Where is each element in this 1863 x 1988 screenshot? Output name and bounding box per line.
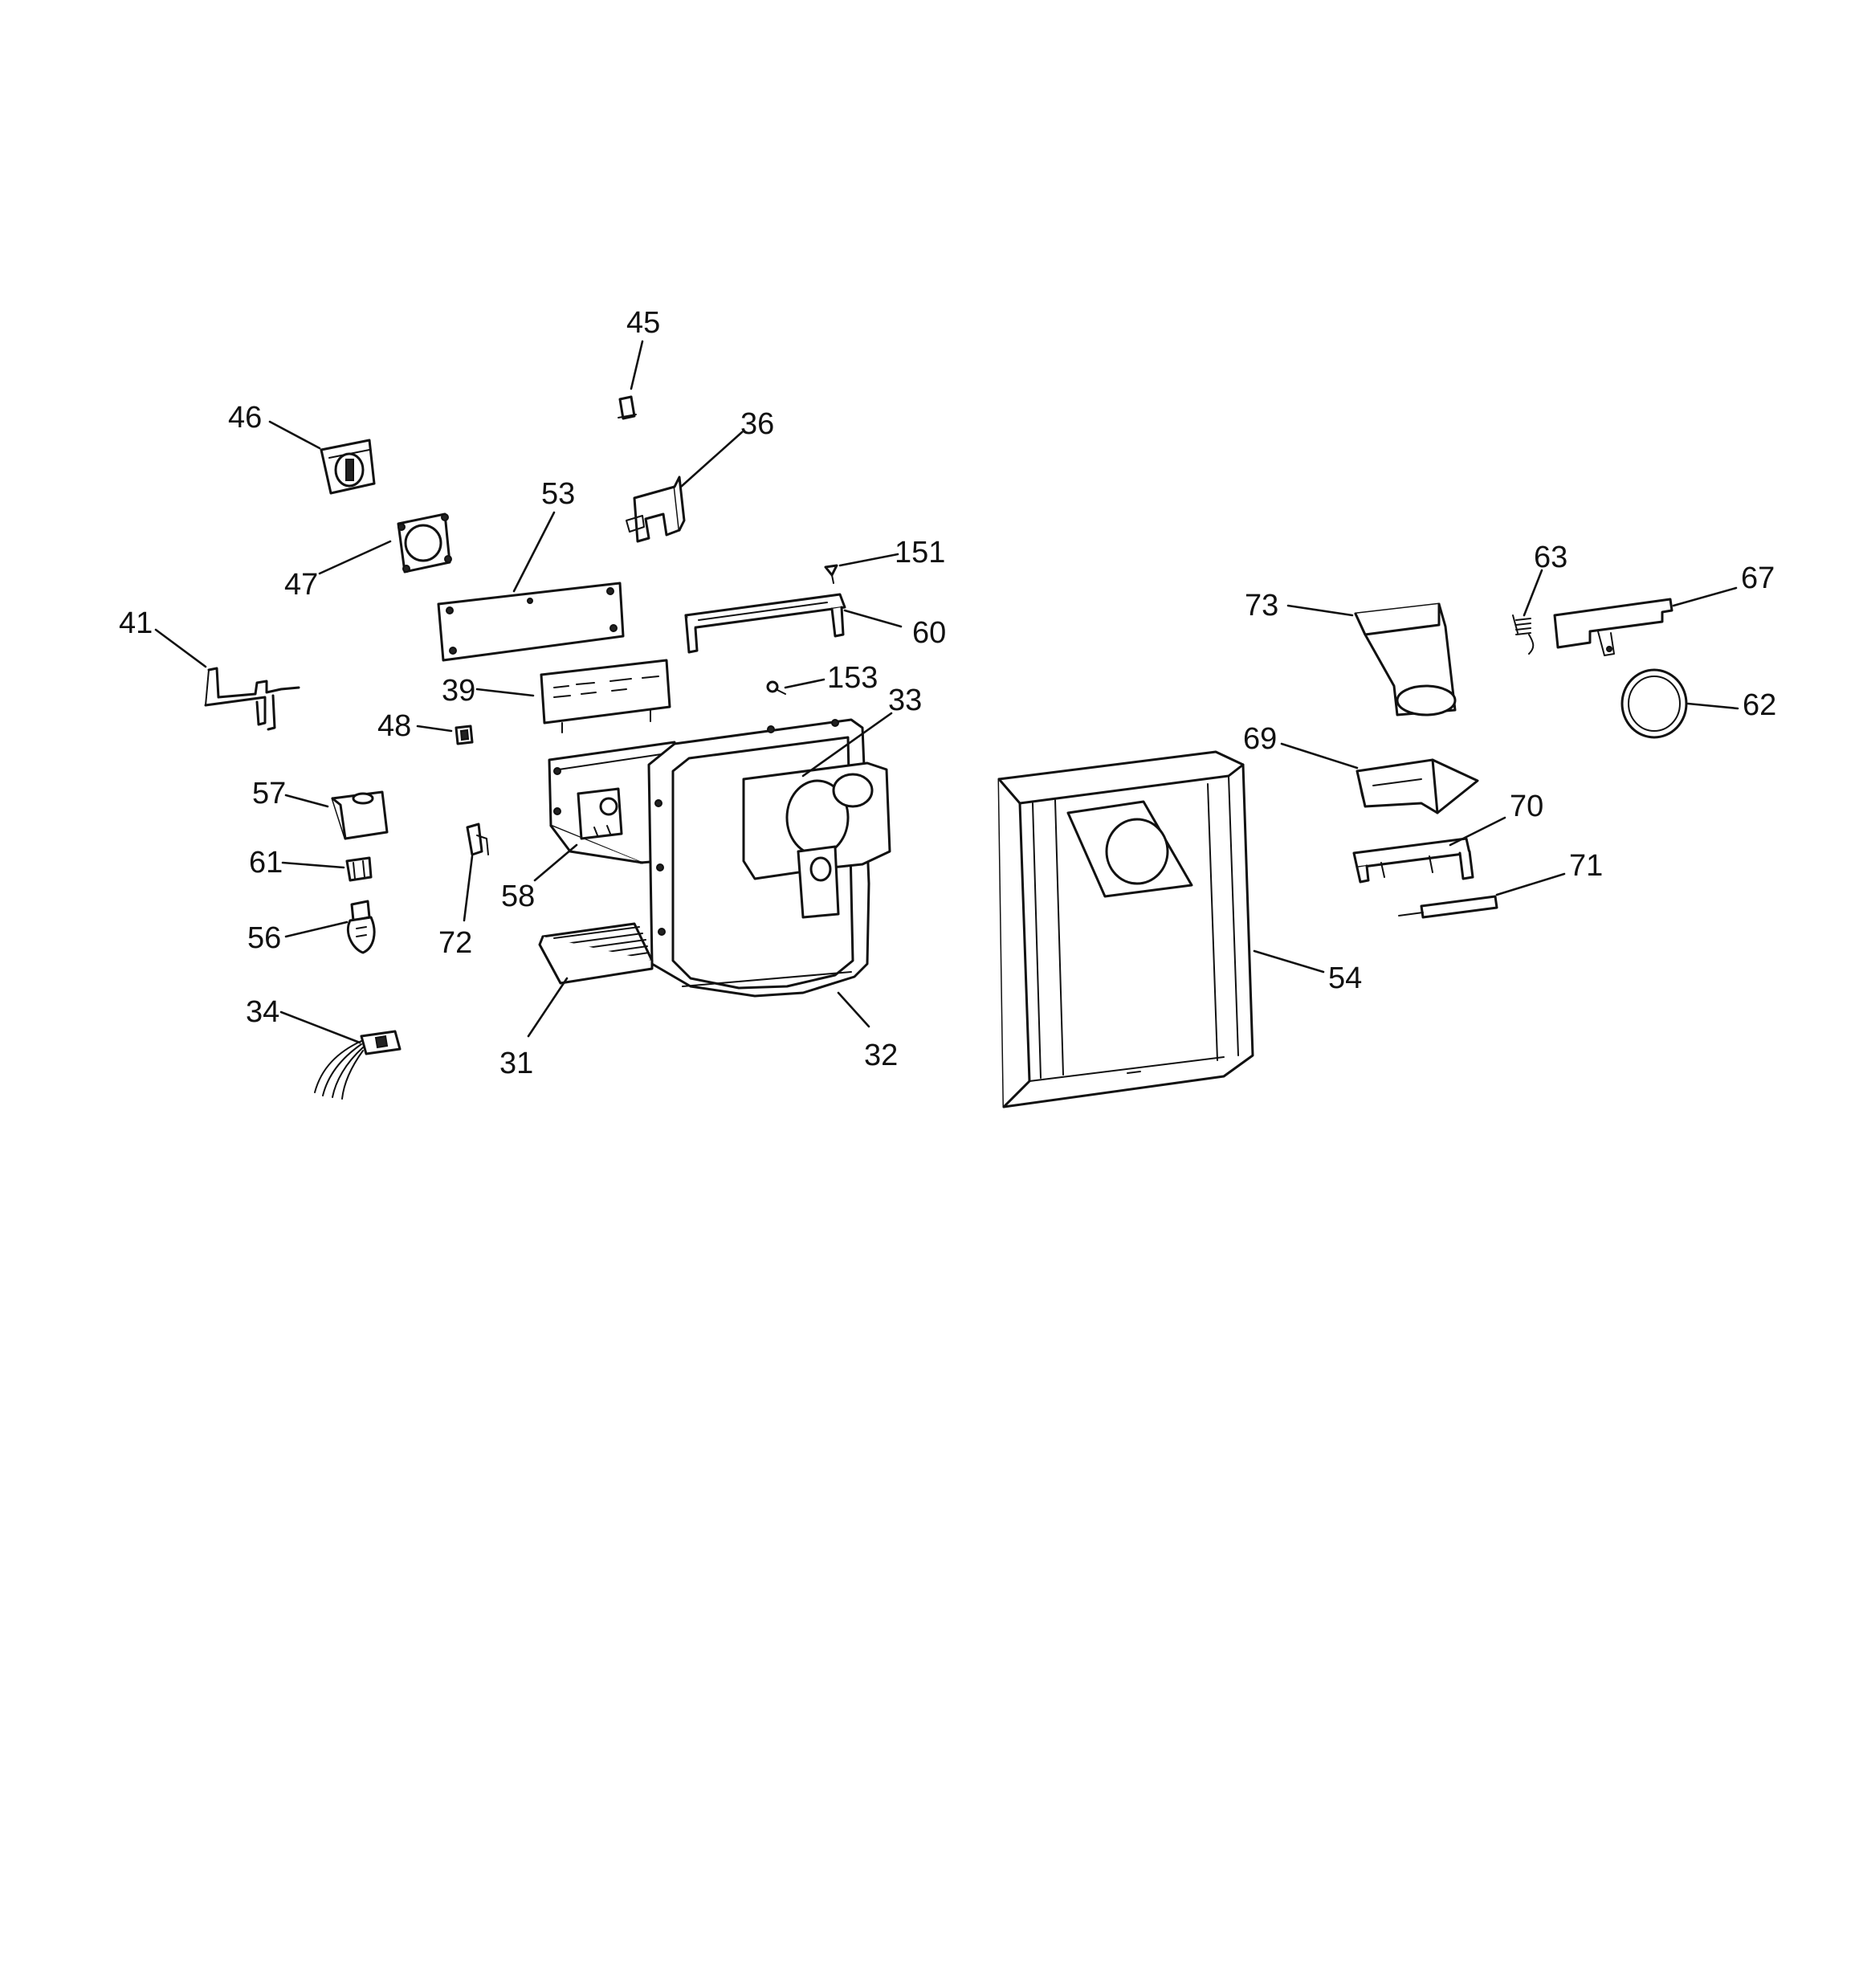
callout-71: 71 xyxy=(1569,849,1603,883)
callout-54: 54 xyxy=(1328,961,1362,995)
leader-lines xyxy=(154,340,1739,1044)
part-34-wire-harness xyxy=(314,1030,402,1100)
part-48-switch xyxy=(455,725,474,745)
callout-56: 56 xyxy=(247,921,281,955)
part-32-main-housing xyxy=(647,718,891,998)
callout-60: 60 xyxy=(912,616,946,650)
callout-73: 73 xyxy=(1245,589,1278,623)
callout-47: 47 xyxy=(284,568,318,602)
callout-69: 69 xyxy=(1243,722,1277,756)
callout-61: 61 xyxy=(249,846,283,880)
callout-58: 58 xyxy=(501,880,535,913)
part-151-screw xyxy=(824,564,838,584)
callout-53: 53 xyxy=(541,477,575,511)
part-46-cap xyxy=(320,439,376,495)
part-60-rail xyxy=(684,593,846,654)
callout-36: 36 xyxy=(740,407,774,441)
part-71-strip xyxy=(1398,895,1498,919)
part-45-clip xyxy=(618,395,637,420)
callout-67: 67 xyxy=(1741,561,1775,595)
part-69-chute-door xyxy=(1355,758,1479,814)
callout-72: 72 xyxy=(438,926,472,960)
part-153-screw xyxy=(766,680,786,695)
part-47-bracket xyxy=(397,512,452,574)
part-41-bracket xyxy=(204,667,300,731)
part-72-clip xyxy=(466,823,489,856)
part-54-front-panel xyxy=(997,750,1254,1108)
callout-153: 153 xyxy=(827,661,878,695)
part-70-frame xyxy=(1352,837,1474,884)
callout-41: 41 xyxy=(119,606,153,640)
callout-39: 39 xyxy=(442,674,475,708)
callout-62: 62 xyxy=(1743,688,1776,722)
part-67-bracket xyxy=(1553,598,1673,656)
callout-32: 32 xyxy=(864,1039,898,1072)
part-62-ring xyxy=(1620,668,1688,739)
callout-70: 70 xyxy=(1510,790,1543,823)
part-36-bracket xyxy=(626,476,686,543)
callout-labels: 45 46 36 53 151 47 63 67 73 41 60 153 39… xyxy=(119,306,1776,1080)
part-31-drip-tray xyxy=(538,922,654,985)
callout-151: 151 xyxy=(895,536,945,569)
part-73-chute xyxy=(1354,602,1457,716)
part-57-housing xyxy=(331,790,389,840)
part-61-socket xyxy=(345,856,373,882)
callout-33: 33 xyxy=(888,684,922,717)
part-56-bulb xyxy=(346,900,376,954)
callout-57: 57 xyxy=(252,777,286,810)
callout-48: 48 xyxy=(377,709,411,743)
callout-63: 63 xyxy=(1534,541,1567,574)
callout-45: 45 xyxy=(626,306,660,340)
callout-34: 34 xyxy=(246,995,279,1029)
part-63-spring xyxy=(1512,614,1535,655)
part-53-panel xyxy=(437,582,625,662)
part-39-control-board xyxy=(540,659,671,733)
callout-46: 46 xyxy=(228,401,262,435)
callout-31: 31 xyxy=(499,1047,533,1080)
